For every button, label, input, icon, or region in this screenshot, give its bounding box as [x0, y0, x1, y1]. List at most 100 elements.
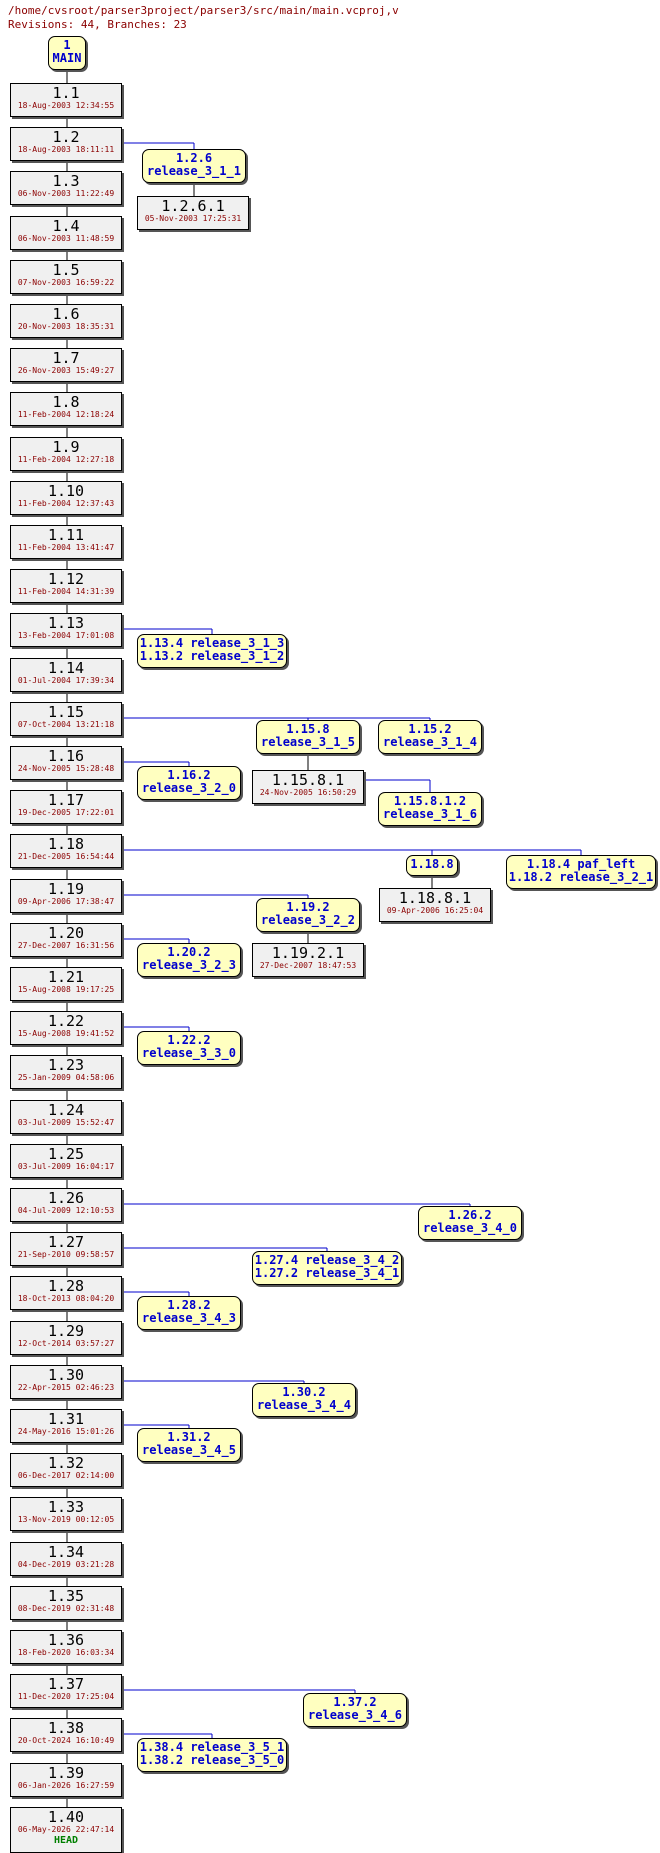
revision-number: 1.23 [47, 1056, 85, 1074]
revision-date: 06-May-2026 22:47:14 [17, 1825, 115, 1834]
revision-date: 11-Feb-2004 12:18:24 [17, 410, 115, 419]
revision-number: 1.2.6.1 [161, 197, 225, 215]
revision-number: 1.17 [47, 791, 85, 809]
branch-label-line: 1.27.4 release_3_4_2 [254, 1253, 400, 1267]
branch-label-line: 1.31.2 [167, 1430, 211, 1444]
revision-number: 1.6 [52, 305, 80, 323]
branch-label-line: 1.27.2 release_3_4_1 [254, 1266, 400, 1280]
branch-label-line: release_3_2_0 [142, 781, 236, 795]
branch-label[interactable]: 1.18.8 [406, 855, 458, 876]
revision-number: 1.7 [52, 349, 80, 367]
root-label: 1 [63, 38, 71, 52]
revision-date: 26-Nov-2003 15:49:27 [17, 366, 115, 375]
revision-number: 1.5 [52, 261, 80, 279]
branch-label-line: release_3_4_3 [142, 1311, 236, 1325]
branch-label-line: 1.18.8 [410, 857, 454, 871]
branch-label-line: release_3_1_6 [383, 807, 477, 821]
revision-date: 06-Nov-2003 11:22:49 [17, 189, 115, 198]
branch-label-line: release_3_4_5 [142, 1443, 236, 1457]
revision-date: 06-Nov-2003 11:48:59 [17, 234, 115, 243]
revision-number: 1.3 [52, 172, 80, 190]
revision-number: 1.22 [47, 1012, 85, 1030]
branch-label-line: 1.19.2 [286, 900, 330, 914]
branch-label-line: 1.15.2 [408, 722, 452, 736]
branch-label-line: 1.20.2 [167, 945, 211, 959]
revision-date: 18-Oct-2013 08:04:20 [17, 1294, 115, 1303]
revision-date: 24-May-2016 15:01:26 [17, 1427, 115, 1436]
revision-date: 11-Dec-2020 17:25:04 [17, 1692, 115, 1701]
branch-label-line: 1.13.2 release_3_1_2 [139, 649, 285, 663]
revision-number: 1.30 [47, 1366, 85, 1384]
revision-number: 1.27 [47, 1233, 85, 1251]
revision-number: 1.1 [52, 84, 80, 102]
revision-date: 18-Aug-2003 12:34:55 [17, 101, 115, 110]
branch-label-line: 1.22.2 [167, 1033, 211, 1047]
branch-label-line: 1.38.2 release_3_5_0 [139, 1753, 285, 1767]
branch-label-line: 1.18.2 release_3_2_1 [508, 870, 654, 884]
revision-date: 11-Feb-2004 12:37:43 [17, 499, 115, 508]
